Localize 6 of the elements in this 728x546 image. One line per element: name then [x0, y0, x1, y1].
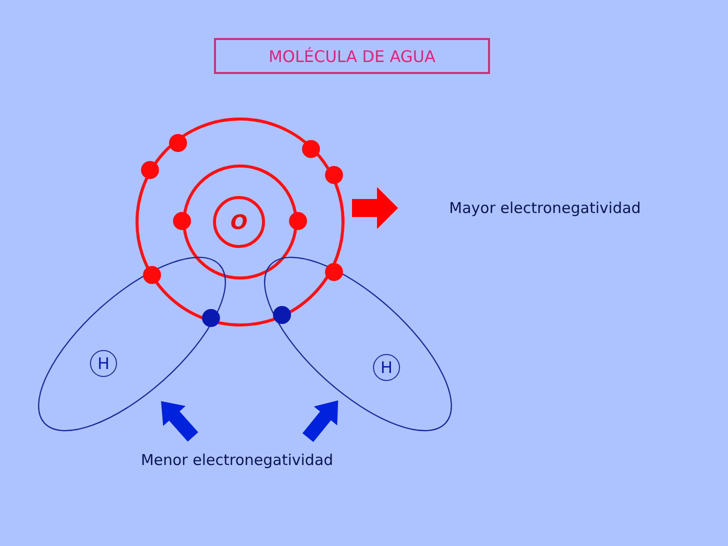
annotation-text: Menor electronegatividad	[140, 451, 334, 469]
hydrogen-nucleus: H	[90, 350, 117, 377]
annotation-text: Mayor electronegatividad	[449, 199, 641, 217]
nucleus: O	[213, 196, 265, 248]
title: MOLÉCULA DE AGUA	[214, 38, 490, 74]
hydrogen-nucleus: H	[373, 354, 400, 381]
